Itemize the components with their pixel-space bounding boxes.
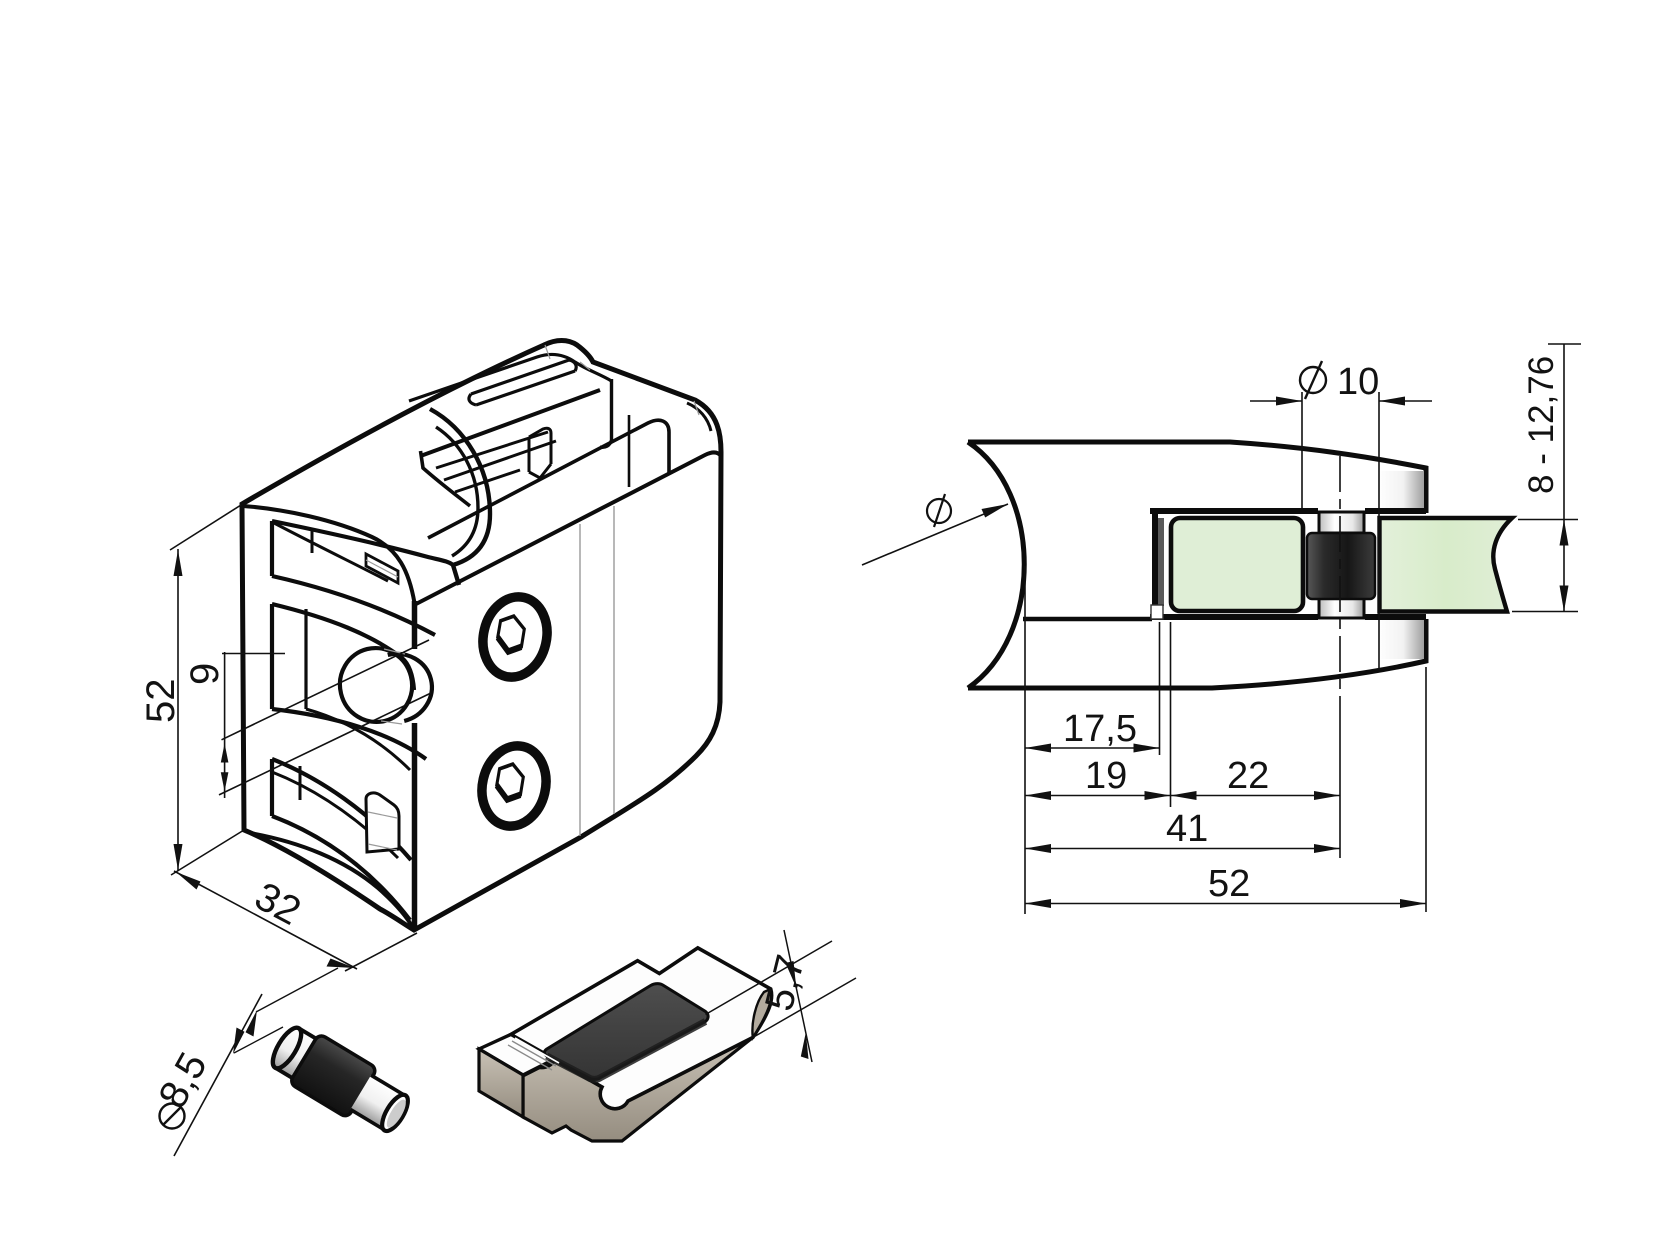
svg-text:41: 41	[1166, 808, 1208, 850]
svg-text:22: 22	[1227, 755, 1269, 797]
svg-text:32: 32	[248, 874, 308, 934]
svg-text:8,5: 8,5	[150, 1045, 215, 1115]
svg-text:5,7: 5,7	[757, 951, 813, 1016]
svg-text:8 - 12,76: 8 - 12,76	[1522, 356, 1561, 494]
svg-text:17,5: 17,5	[1063, 708, 1137, 750]
svg-text:52: 52	[1208, 863, 1250, 905]
svg-text:52: 52	[139, 679, 183, 724]
svg-text:19: 19	[1085, 755, 1127, 797]
svg-text:9: 9	[183, 663, 227, 685]
svg-text:10: 10	[1337, 361, 1379, 403]
